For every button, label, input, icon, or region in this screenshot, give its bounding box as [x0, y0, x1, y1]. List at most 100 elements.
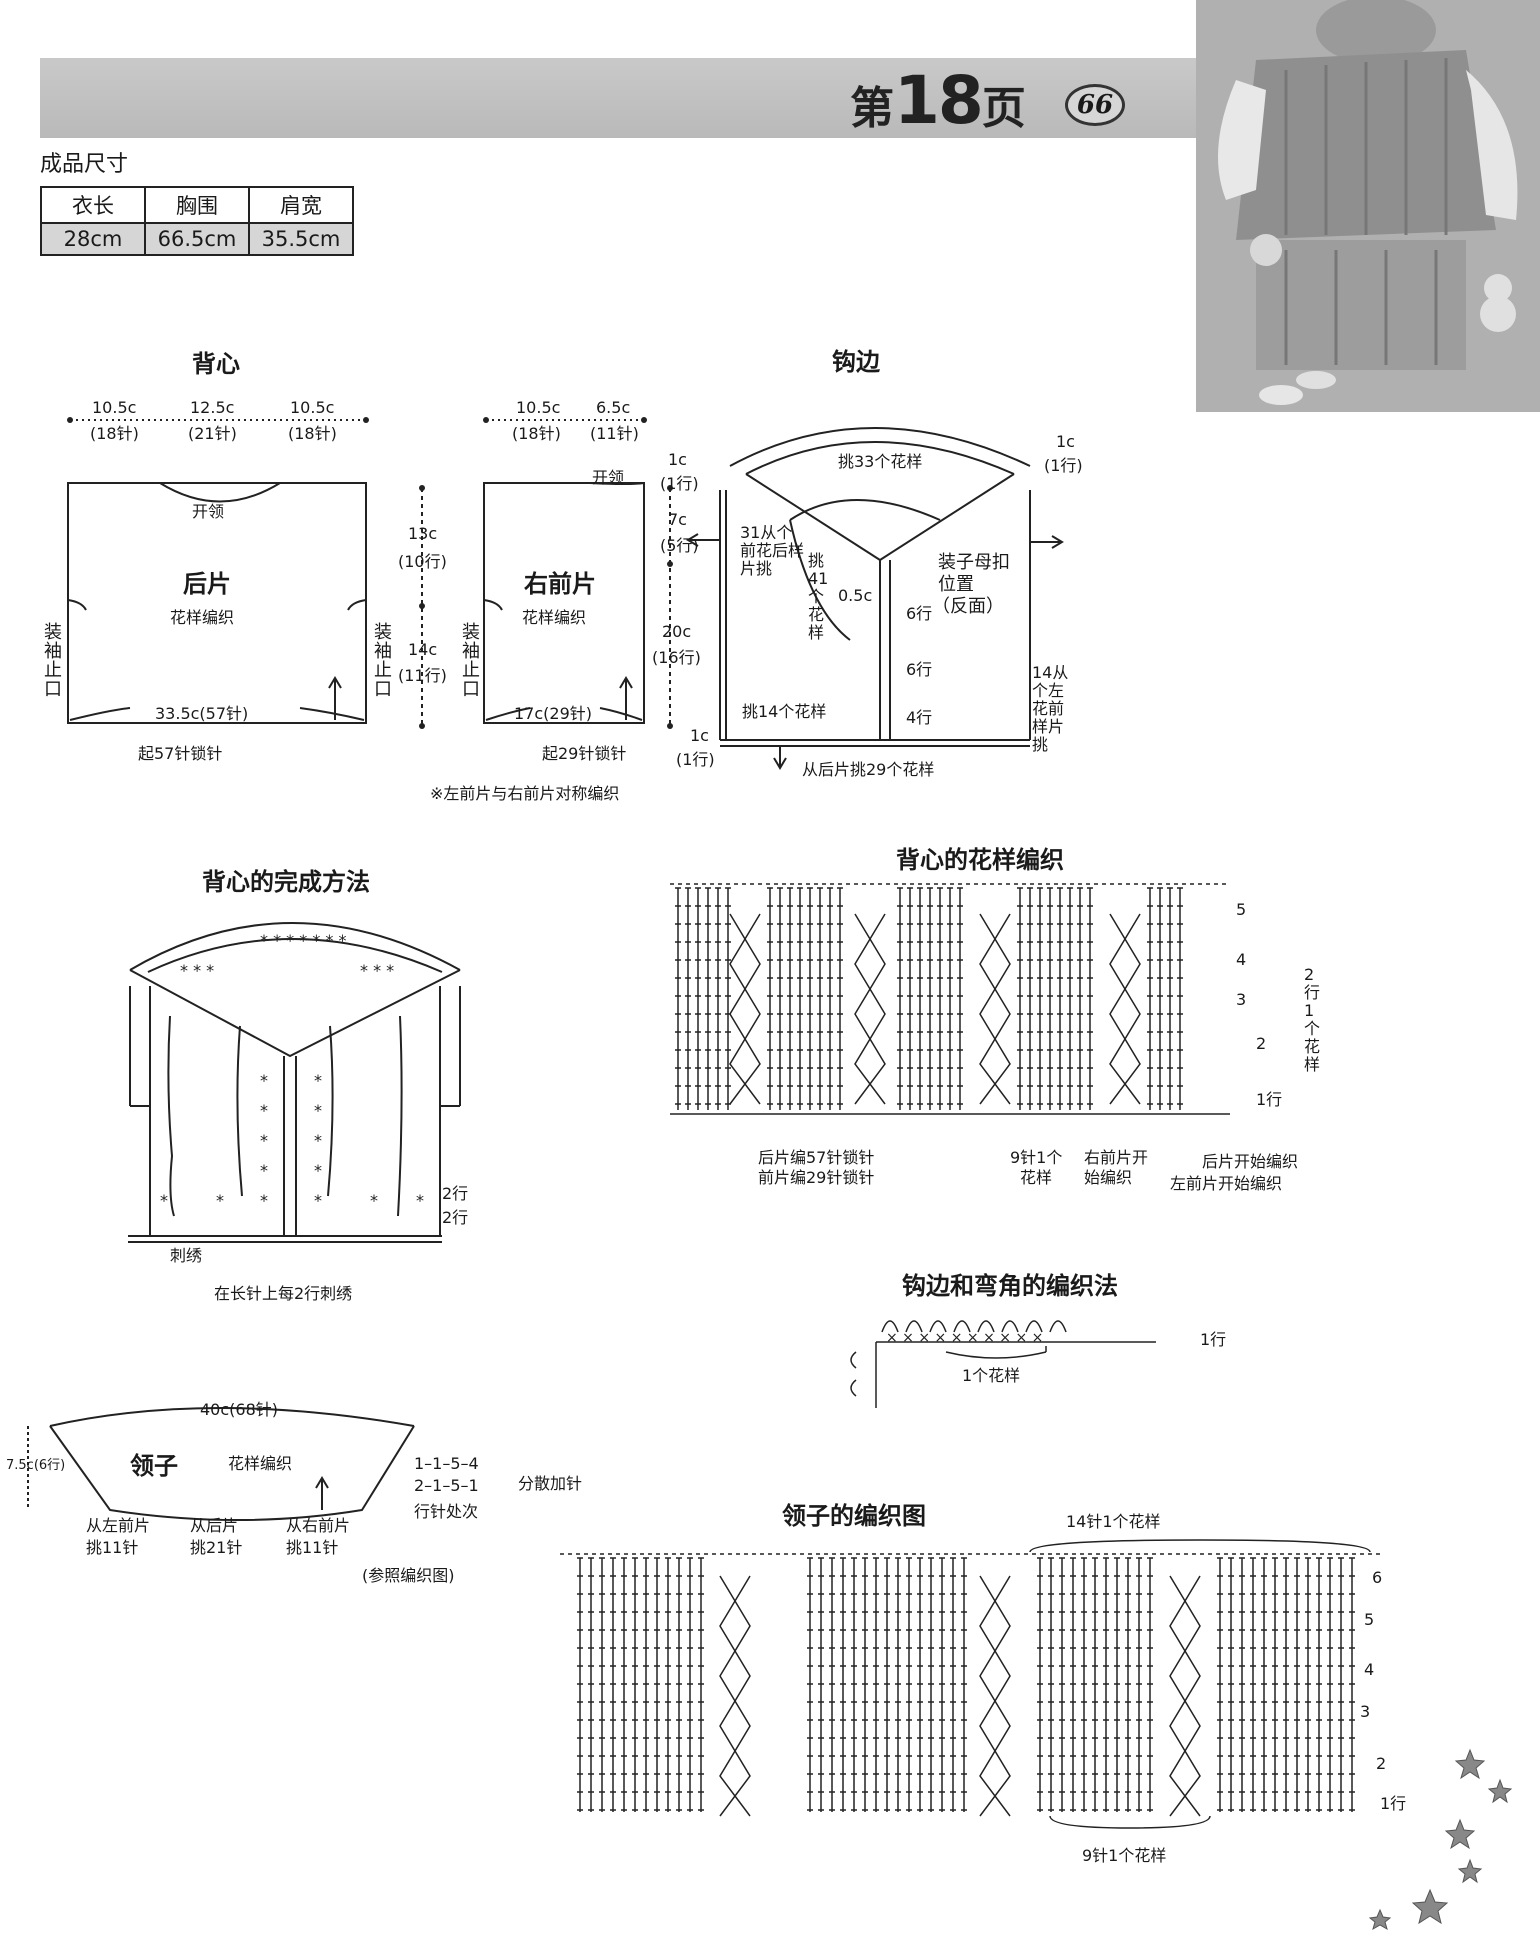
edging-mid20-rows: (16行) — [652, 648, 701, 667]
back-piece-name: 后片 — [183, 570, 231, 598]
decorative-stars — [1368, 1748, 1513, 1931]
svg-text:*: * — [416, 1191, 424, 1210]
edging-rows-6b: 6行 — [906, 660, 933, 679]
collar-from-right-2: 挑11针 — [286, 1538, 339, 1557]
vest-back-begin: 后片开始编织 — [1202, 1152, 1299, 1171]
svg-text:* * * * * * *: * * * * * * * — [260, 931, 347, 950]
front-top-dim-1: 10.5c — [516, 398, 561, 417]
vest-right-front: 右前片开 — [1084, 1148, 1149, 1167]
size-title: 成品尺寸 — [40, 152, 129, 177]
finish-rows-2a: 2行 — [442, 1184, 469, 1203]
svg-text:*: * — [314, 1071, 322, 1090]
collar-row-2: 2 — [1376, 1754, 1387, 1773]
collar-from-back: 从后片 — [190, 1516, 239, 1535]
finish-embroidery: 刺绣 — [170, 1246, 203, 1265]
back-sleeve-stop-left: 装袖止口 — [41, 622, 62, 698]
collar-row-6: 6 — [1372, 1568, 1383, 1587]
collar-row-1: 1行 — [1380, 1794, 1407, 1813]
collar-from-left-2: 挑11针 — [86, 1538, 139, 1557]
collar-diagram — [27, 1407, 415, 1521]
svg-text:*: * — [260, 1191, 268, 1210]
back-neck-label: 开领 — [192, 502, 225, 521]
vest-nine-st: 9针1个 — [1010, 1148, 1063, 1167]
collar-chart-top-repeat: 14针1个花样 — [1066, 1512, 1161, 1531]
collar-inc-3: 行针处次 — [414, 1502, 479, 1521]
svg-text:*: * — [260, 1071, 268, 1090]
vest-symmetry-note: ※左前片与右前片对称编织 — [430, 784, 620, 803]
collar-chart-title: 领子的编织图 — [782, 1502, 926, 1530]
finish-diagram: * * * * * * * * * * * * * *** ** *** ** … — [128, 922, 461, 1243]
vest-pattern-chart — [670, 883, 1230, 1115]
front-piece-name: 右前片 — [524, 570, 596, 598]
svg-text:*: * — [260, 1161, 268, 1180]
collar-pattern: 花样编织 — [228, 1454, 293, 1473]
back-sleeve-stop-right: 装袖止口 — [371, 622, 392, 698]
collar-name: 领子 — [130, 1452, 178, 1480]
collar-height: 7.5c(6行) — [6, 1458, 66, 1473]
collar-top: 40c(68针) — [200, 1400, 279, 1419]
edging-rows-6a: 6行 — [906, 604, 933, 623]
page-title: 第18页 — [850, 62, 1026, 139]
size-header-chest: 胸围 — [144, 186, 250, 224]
back-upper-rows: (10行) — [398, 552, 447, 571]
vest-row-5: 5 — [1236, 900, 1247, 919]
edge-corner-row: 1行 — [1200, 1330, 1227, 1349]
svg-text:*: * — [160, 1191, 168, 1210]
back-top-count-2: (21针) — [188, 424, 237, 443]
edging-rows-4: 4行 — [906, 708, 933, 727]
edge-corner-chart: × × × × × × × × × × — [850, 1320, 1156, 1408]
page-prefix: 第 — [850, 83, 894, 134]
collar-chart-bottom-repeat: 9针1个花样 — [1082, 1846, 1167, 1865]
finish-rows-2b: 2行 — [442, 1208, 469, 1227]
vest-nine-st-2: 花样 — [1020, 1168, 1053, 1187]
front-pattern-label: 花样编织 — [522, 608, 587, 627]
vest-front-start: 前片编29针锁针 — [758, 1168, 875, 1187]
size-value-shoulder: 35.5cm — [248, 222, 354, 256]
edge-corner-title: 钩边和弯角的编织法 — [902, 1272, 1118, 1300]
size-header-length: 衣长 — [40, 186, 146, 224]
edging-bot1: 1c — [690, 726, 709, 745]
edging-top1-rows: (1行) — [660, 474, 699, 493]
front-top-count-2: (11针) — [590, 424, 639, 443]
back-lower-height: 14c — [408, 640, 438, 659]
svg-text:* * *: * * * — [180, 961, 214, 980]
finish-title: 背心的完成方法 — [202, 868, 370, 896]
svg-text:* * *: * * * — [360, 961, 394, 980]
page-badge: 66 — [1065, 84, 1125, 126]
svg-text:*: * — [260, 1101, 268, 1120]
page-suffix: 页 — [981, 83, 1026, 134]
edging-mid7: 7c — [668, 510, 687, 529]
front-top-count-1: (18针) — [512, 424, 561, 443]
vest-row-3: 3 — [1236, 990, 1247, 1009]
size-value-length: 28cm — [40, 222, 146, 256]
edging-button: 装子母扣 — [938, 552, 1010, 573]
back-top-dim-3: 10.5c — [290, 398, 335, 417]
edging-pick14: 挑14个花样 — [742, 702, 827, 721]
vest-title: 背心 — [192, 350, 240, 378]
edging-collar-pick: 挑33个花样 — [838, 452, 923, 471]
edging-pick41: 挑41个花样 — [808, 551, 829, 642]
edging-mid20: 20c — [662, 622, 692, 641]
vest-back-start: 后片编57针锁针 — [758, 1148, 875, 1167]
back-start-label: 起57针锁针 — [138, 744, 223, 763]
edging-pick14-right: 14从个左花前样片挑 — [1032, 663, 1069, 754]
edging-button-back: （反面） — [932, 596, 1004, 617]
collar-row-3: 3 — [1360, 1702, 1371, 1721]
edging-right1: 1c — [1056, 432, 1075, 451]
vest-right-front-2: 始编织 — [1084, 1168, 1133, 1187]
front-bottom-label: 17c(29针) — [514, 704, 593, 723]
edging-top1: 1c — [668, 450, 687, 469]
size-header-shoulder: 肩宽 — [248, 186, 354, 224]
svg-text:*: * — [260, 1131, 268, 1150]
collar-inc-label: 分散加针 — [518, 1474, 583, 1493]
svg-text:*: * — [314, 1101, 322, 1120]
back-lower-rows: (11行) — [398, 666, 447, 685]
collar-from-back-2: 挑21针 — [190, 1538, 243, 1557]
front-top-dim-2: 6.5c — [596, 398, 631, 417]
vest-repeat-label: 2行1个花样 — [1304, 965, 1321, 1074]
collar-inc-2: 2–1–5–1 — [414, 1476, 479, 1495]
back-top-count-1: (18针) — [90, 424, 139, 443]
edging-title: 钩边 — [832, 348, 880, 376]
edging-right1-rows: (1行) — [1044, 456, 1083, 475]
page-header-band — [40, 58, 1200, 138]
